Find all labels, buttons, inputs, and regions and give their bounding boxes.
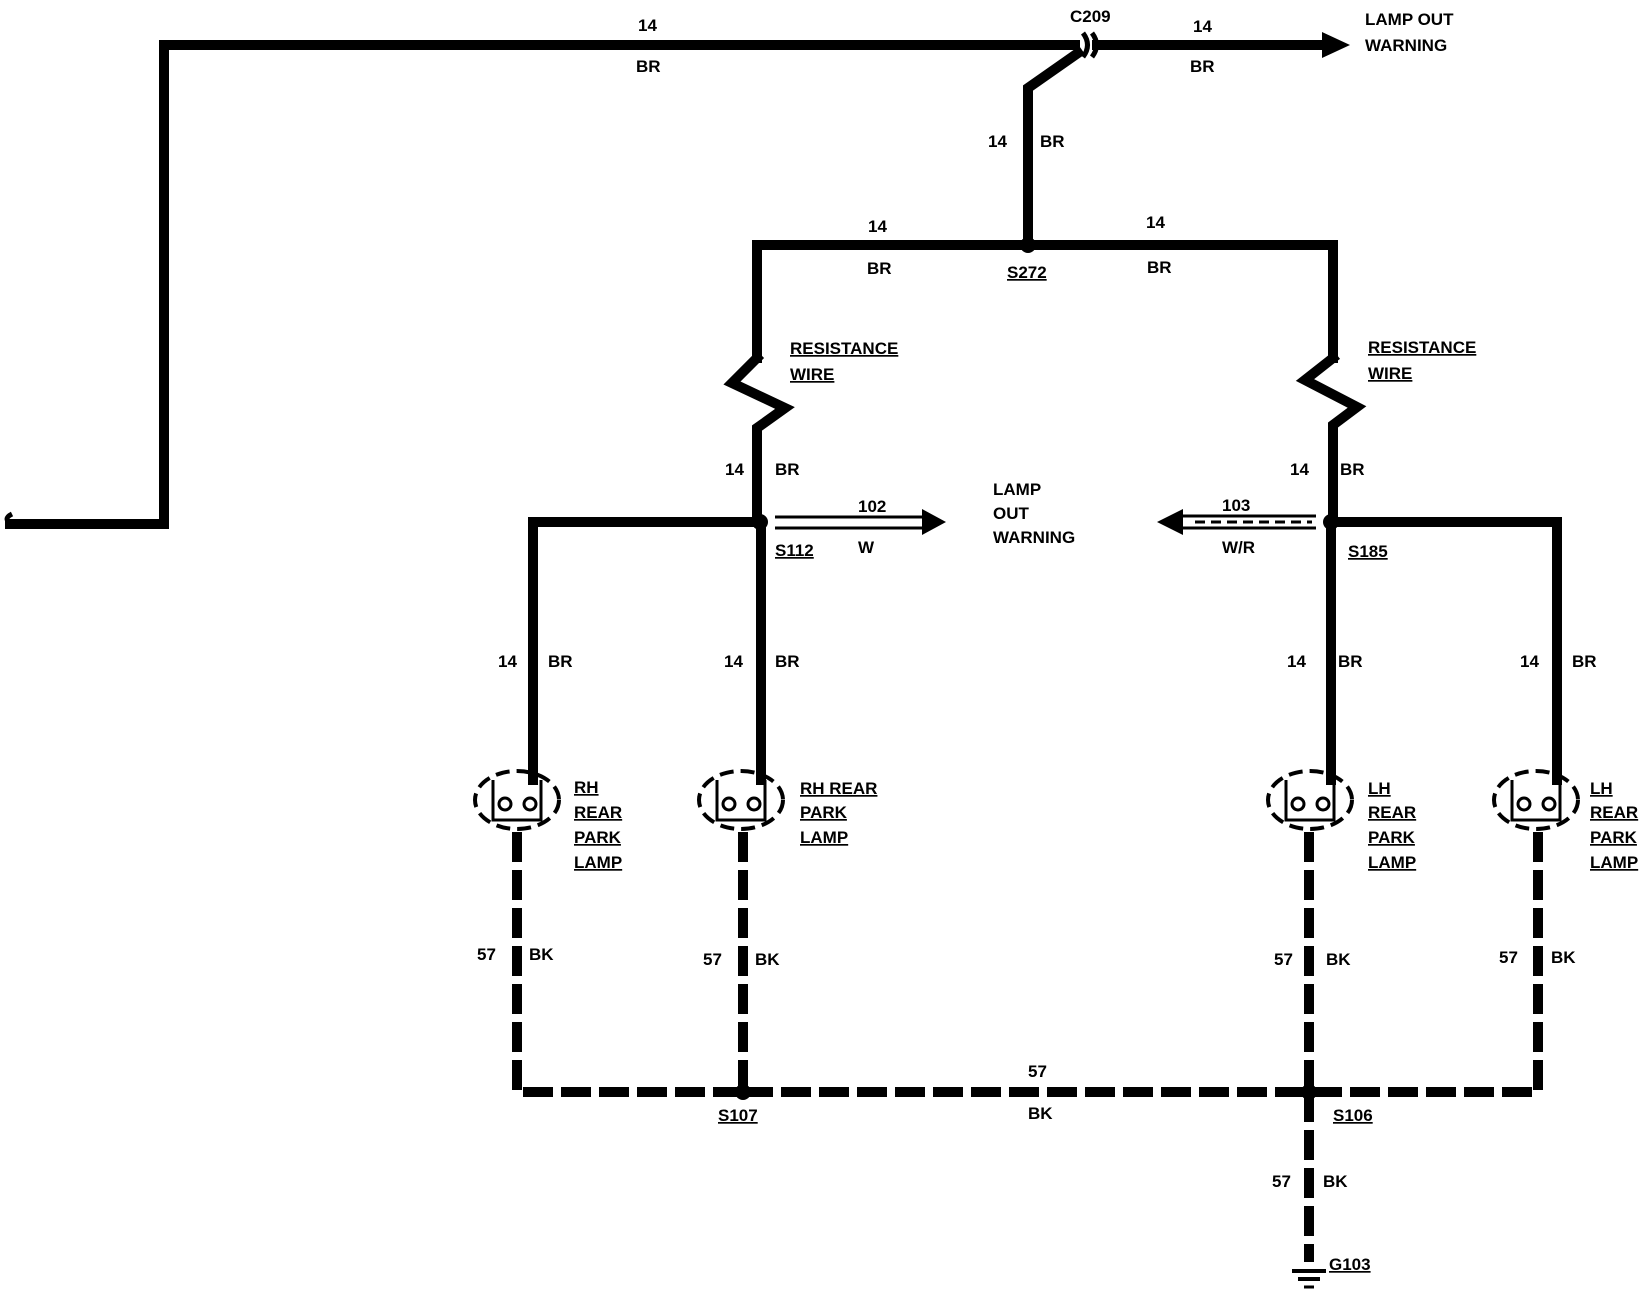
lamp-3-label-line-1: LH (1368, 779, 1391, 798)
c209-connector-symbol (1080, 31, 1090, 59)
right-resistance-wire (1295, 350, 1367, 527)
c209-label: C209 (1070, 7, 1111, 26)
lamp-4-label-line-2: REAR (1590, 803, 1638, 822)
g103-label: G103 (1329, 1255, 1371, 1274)
s107-label: S107 (718, 1106, 758, 1125)
left-resistance-wire (723, 350, 795, 527)
ground-wire-4 (1309, 832, 1543, 1097)
main-feed-wire (5, 40, 1080, 529)
wire-gauge-right-resist-below: 14 (1290, 460, 1309, 479)
left-outer-feed-wire (528, 517, 762, 785)
ground-wire-1 (512, 832, 743, 1097)
wire-color-s272-left: BR (867, 259, 892, 278)
wire-color-ground-bus: BK (1028, 1104, 1053, 1123)
lamp-out-warning-top-line-1: LAMP OUT (1365, 10, 1454, 29)
wire-gauge-left-resist-below: 14 (725, 460, 744, 479)
wire-gauge-ground-bus: 57 (1028, 1062, 1047, 1081)
right-outer-feed-wire (1328, 517, 1562, 785)
wire-color-ground-main: BK (1323, 1172, 1348, 1191)
lamp-1-label-line-3: PARK (574, 828, 622, 847)
wire-color-s272-right: BR (1147, 258, 1172, 277)
wire-gauge-main-top-left: 14 (638, 16, 657, 35)
wire-color-ground-3: BK (1326, 950, 1351, 969)
lamp-out-warning-top-line-2: WARNING (1365, 36, 1447, 55)
lamp-out-arrow-top (1322, 32, 1350, 58)
lamp-2-label-line-1: RH REAR (800, 779, 877, 798)
wire-gauge-left-inner: 14 (724, 652, 743, 671)
lamp-out-warning-center-line-1: LAMP (993, 480, 1041, 499)
wire-gauge-right-inner: 14 (1287, 652, 1306, 671)
lamp-3-label-line-4: LAMP (1368, 853, 1416, 872)
s272-label: S272 (1007, 263, 1047, 282)
s272-right-wire (1023, 240, 1338, 363)
wire-gauge-main-top-right: 14 (1193, 17, 1212, 36)
wire-gauge-ground-3: 57 (1274, 950, 1293, 969)
s272-splice-dot (1020, 237, 1036, 253)
wire-gauge-w103: 103 (1222, 496, 1250, 515)
lamp-1-label-line-2: REAR (574, 803, 622, 822)
wire-gauge-w102: 102 (858, 497, 886, 516)
lamp-socket-1 (473, 769, 561, 831)
wire-gauge-ground-4: 57 (1499, 948, 1518, 967)
wire-gauge-s272-left: 14 (868, 217, 887, 236)
wire-color-main-top-right: BR (1190, 57, 1215, 76)
w103-arrow-head (1157, 509, 1183, 535)
wire-color-ground-4: BK (1551, 948, 1576, 967)
resistance-wire-right-line-1: RESISTANCE (1368, 338, 1476, 357)
resistance-wire-left-line-2: WIRE (790, 365, 834, 384)
resistance-wire-left-line-1: RESISTANCE (790, 339, 898, 358)
lamp-3-label-line-3: PARK (1368, 828, 1416, 847)
lamp-out-warning-center-line-2: OUT (993, 504, 1030, 523)
wire-color-right-resist-below: BR (1340, 460, 1365, 479)
wire-gauge-s272-right: 14 (1146, 213, 1165, 232)
s272-left-wire (752, 240, 1033, 363)
c209-drop-wire (1023, 46, 1085, 250)
feed-entry-hook (4, 511, 14, 527)
s112-label: S112 (775, 541, 814, 560)
wire-color-ground-1: BK (529, 945, 554, 964)
wire-color-ground-2: BK (755, 950, 780, 969)
wire-gauge-ground-main: 57 (1272, 1172, 1291, 1191)
wire-color-right-inner: BR (1338, 652, 1363, 671)
lamp-socket-2 (697, 769, 785, 831)
lamp-socket-3 (1266, 769, 1354, 831)
wire-color-w103: W/R (1222, 538, 1255, 557)
lamp-4-label-line-1: LH (1590, 779, 1613, 798)
wire-color-c209-drop: BR (1040, 132, 1065, 151)
wire-gauge-ground-1: 57 (477, 945, 496, 964)
s112-splice-dot (752, 514, 768, 530)
lamp-3-label-line-2: REAR (1368, 803, 1416, 822)
s185-splice-dot (1323, 514, 1339, 530)
wire-gauge-right-outer: 14 (1520, 652, 1539, 671)
wire-color-right-outer: BR (1572, 652, 1597, 671)
s106-label: S106 (1333, 1106, 1373, 1125)
lamp-4-label-line-3: PARK (1590, 828, 1638, 847)
lamp-2-label-line-3: LAMP (800, 828, 848, 847)
resistance-wire-right-line-2: WIRE (1368, 364, 1412, 383)
lamp-4-label-line-4: LAMP (1590, 853, 1638, 872)
wire-color-left-inner: BR (775, 652, 800, 671)
s185-label: S185 (1348, 542, 1388, 561)
lamp-1-label-line-4: LAMP (574, 853, 622, 872)
wire-color-left-outer: BR (548, 652, 573, 671)
wire-gauge-ground-2: 57 (703, 950, 722, 969)
ground-symbol (1292, 1269, 1326, 1289)
wire-gauge-c209-drop: 14 (988, 132, 1007, 151)
lamp-socket-4 (1492, 769, 1580, 831)
lamp-out-warning-center-line-3: WARNING (993, 528, 1075, 547)
wire-color-main-top-left: BR (636, 57, 661, 76)
wire-gauge-left-outer: 14 (498, 652, 517, 671)
lamp-1-label-line-1: RH (574, 778, 599, 797)
lamp-2-label-line-2: PARK (800, 803, 848, 822)
wire-color-left-resist-below: BR (775, 460, 800, 479)
w102-arrow-head (922, 509, 946, 535)
wire-color-w102: W (858, 538, 875, 557)
